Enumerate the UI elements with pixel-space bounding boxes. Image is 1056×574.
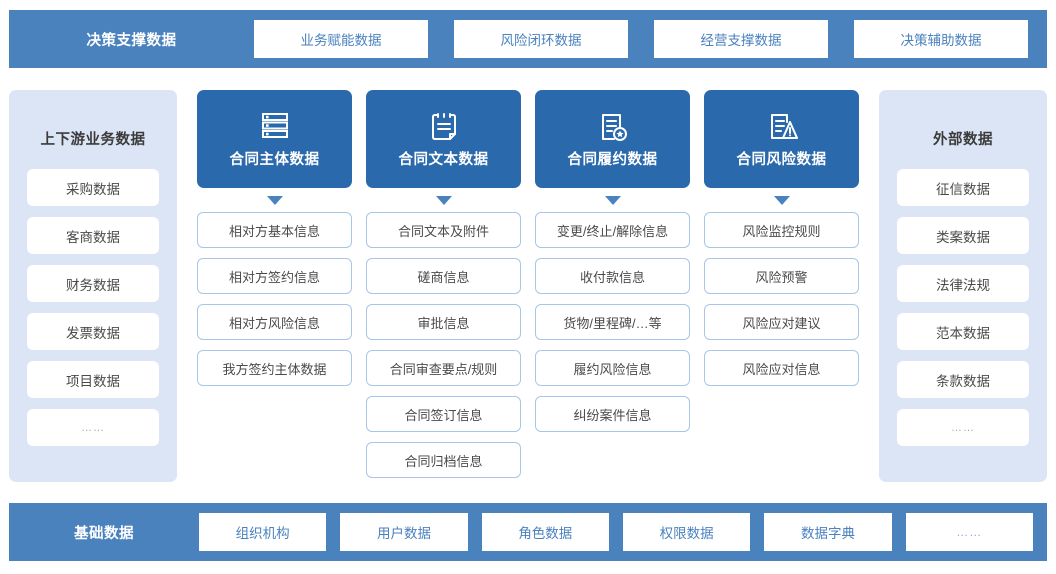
right-panel-item[interactable]: 条款数据 bbox=[897, 361, 1029, 398]
chevron-down-icon bbox=[266, 196, 283, 205]
column-item[interactable]: 相对方签约信息 bbox=[197, 258, 352, 294]
left-panel-item[interactable]: 发票数据 bbox=[27, 313, 159, 350]
bottom-band-chip[interactable]: 数据字典 bbox=[764, 513, 892, 551]
right-external-panel: 外部数据 征信数据 类案数据 法律法规 范本数据 条款数据 …… bbox=[879, 90, 1047, 482]
column-item[interactable]: 合同审查要点/规则 bbox=[366, 350, 521, 386]
clipboard-document-icon bbox=[431, 112, 456, 140]
column-item[interactable]: 风险应对信息 bbox=[704, 350, 859, 386]
left-panel-item-more[interactable]: …… bbox=[27, 409, 159, 446]
left-panel-item[interactable]: 采购数据 bbox=[27, 169, 159, 206]
column-item[interactable]: 我方签约主体数据 bbox=[197, 350, 352, 386]
top-band-chip[interactable]: 业务赋能数据 bbox=[254, 20, 428, 58]
right-panel-item[interactable]: 范本数据 bbox=[897, 313, 1029, 350]
top-band-chip[interactable]: 决策辅助数据 bbox=[854, 20, 1028, 58]
top-decision-band: 决策支撑数据 业务赋能数据 风险闭环数据 经营支撑数据 决策辅助数据 bbox=[9, 10, 1047, 68]
bottom-band-chip[interactable]: 用户数据 bbox=[340, 513, 468, 551]
column-item[interactable]: 收付款信息 bbox=[535, 258, 690, 294]
bottom-band-chip[interactable]: 权限数据 bbox=[622, 513, 751, 551]
column-item[interactable]: 风险监控规则 bbox=[704, 212, 859, 248]
column-item[interactable]: 相对方基本信息 bbox=[197, 212, 352, 248]
bottom-foundation-band: 基础数据 组织机构 用户数据 角色数据 权限数据 数据字典 …… bbox=[9, 503, 1047, 561]
column-title: 合同主体数据 bbox=[229, 151, 320, 168]
column-item[interactable]: 相对方风险信息 bbox=[197, 304, 352, 340]
column-item[interactable]: 履约风险信息 bbox=[535, 350, 690, 386]
right-panel-title: 外部数据 bbox=[933, 132, 993, 148]
left-upstream-panel: 上下游业务数据 采购数据 客商数据 财务数据 发票数据 项目数据 …… bbox=[9, 90, 177, 482]
bottom-band-chip[interactable]: 组织机构 bbox=[199, 513, 327, 551]
column-header-card[interactable]: 合同风险数据 bbox=[704, 90, 859, 188]
column-header-card[interactable]: 合同主体数据 bbox=[197, 90, 352, 188]
column-header-card[interactable]: 合同履约数据 bbox=[535, 90, 690, 188]
document-seal-icon bbox=[601, 113, 627, 141]
column-item[interactable]: 合同文本及附件 bbox=[366, 212, 521, 248]
bottom-band-title: 基础数据 bbox=[74, 525, 134, 542]
bottom-band-items: 组织机构 用户数据 角色数据 权限数据 数据字典 …… bbox=[199, 503, 1047, 561]
column-item[interactable]: 审批信息 bbox=[366, 304, 521, 340]
server-rack-icon bbox=[261, 112, 288, 138]
bottom-band-chip[interactable]: 角色数据 bbox=[481, 513, 609, 551]
column-title: 合同履约数据 bbox=[567, 151, 658, 168]
left-panel-item[interactable]: 客商数据 bbox=[27, 217, 159, 254]
column-contract-text: 合同文本数据 合同文本及附件 磋商信息 审批信息 合同审查要点/规则 合同签订信… bbox=[366, 90, 521, 488]
chevron-down-icon bbox=[604, 196, 621, 205]
top-band-chip[interactable]: 风险闭环数据 bbox=[454, 20, 628, 58]
column-item[interactable]: 变更/终止/解除信息 bbox=[535, 212, 690, 248]
column-item[interactable]: 磋商信息 bbox=[366, 258, 521, 294]
left-panel-item[interactable]: 项目数据 bbox=[27, 361, 159, 398]
chevron-down-icon bbox=[773, 196, 790, 205]
contract-data-columns: 合同主体数据 相对方基本信息 相对方签约信息 相对方风险信息 我方签约主体数据 bbox=[197, 90, 865, 488]
left-panel-title: 上下游业务数据 bbox=[40, 132, 146, 148]
column-item[interactable]: 纠纷案件信息 bbox=[535, 396, 690, 432]
top-band-chip[interactable]: 经营支撑数据 bbox=[654, 20, 828, 58]
document-warning-icon bbox=[770, 113, 798, 139]
right-panel-item-more[interactable]: …… bbox=[897, 409, 1029, 446]
column-item[interactable]: 风险应对建议 bbox=[704, 304, 859, 340]
column-item[interactable]: 合同签订信息 bbox=[366, 396, 521, 432]
column-header-card[interactable]: 合同文本数据 bbox=[366, 90, 521, 188]
column-item[interactable]: 风险预警 bbox=[704, 258, 859, 294]
column-title: 合同风险数据 bbox=[736, 151, 827, 168]
column-item[interactable]: 合同归档信息 bbox=[366, 442, 521, 478]
column-contract-performance: 合同履约数据 变更/终止/解除信息 收付款信息 货物/里程碑/…等 履约风险信息… bbox=[535, 90, 690, 488]
right-panel-item[interactable]: 征信数据 bbox=[897, 169, 1029, 206]
right-panel-item[interactable]: 法律法规 bbox=[897, 265, 1029, 302]
top-band-items: 业务赋能数据 风险闭环数据 经营支撑数据 决策辅助数据 bbox=[254, 10, 1047, 68]
column-item[interactable]: 货物/里程碑/…等 bbox=[535, 304, 690, 340]
column-title: 合同文本数据 bbox=[398, 151, 489, 168]
column-contract-risk: 合同风险数据 风险监控规则 风险预警 风险应对建议 风险应对信息 bbox=[704, 90, 859, 488]
top-band-title: 决策支撑数据 bbox=[86, 32, 177, 49]
chevron-down-icon bbox=[435, 196, 452, 205]
column-contract-subject: 合同主体数据 相对方基本信息 相对方签约信息 相对方风险信息 我方签约主体数据 bbox=[197, 90, 352, 488]
left-panel-item[interactable]: 财务数据 bbox=[27, 265, 159, 302]
right-panel-item[interactable]: 类案数据 bbox=[897, 217, 1029, 254]
bottom-band-chip-more[interactable]: …… bbox=[905, 513, 1033, 551]
